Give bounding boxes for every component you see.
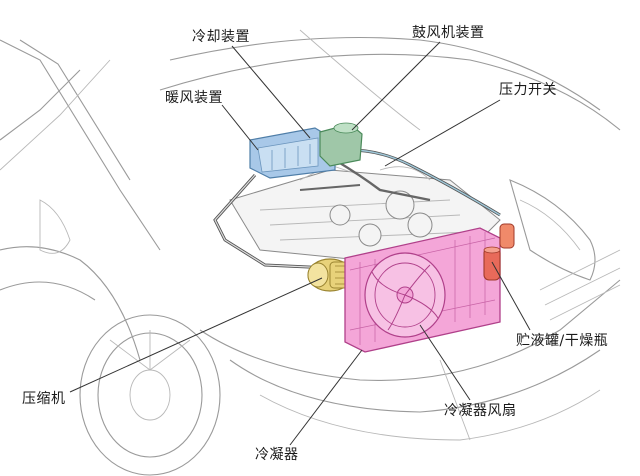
label-blower-unit: 鼓风机装置 — [412, 25, 485, 41]
blower-unit — [319, 122, 363, 167]
label-condenser: 冷凝器 — [255, 447, 299, 463]
leader-lines — [69, 41, 531, 446]
label-heater-unit: 暖风装置 — [165, 90, 223, 106]
label-cooling-unit: 冷却装置 — [192, 29, 250, 45]
engine-block — [229, 164, 501, 261]
label-pressure-switch: 压力开关 — [499, 82, 557, 98]
label-condenser-fan: 冷凝器风扇 — [444, 403, 517, 419]
condenser-fan — [364, 252, 446, 338]
cooling-unit — [249, 127, 336, 179]
label-receiver-drier: 贮液罐/干燥瓶 — [516, 333, 609, 349]
car-body — [0, 29, 621, 476]
refrigerant-lines — [213, 148, 501, 270]
label-compressor: 压缩机 — [22, 391, 66, 407]
receiver-drier — [483, 223, 515, 281]
